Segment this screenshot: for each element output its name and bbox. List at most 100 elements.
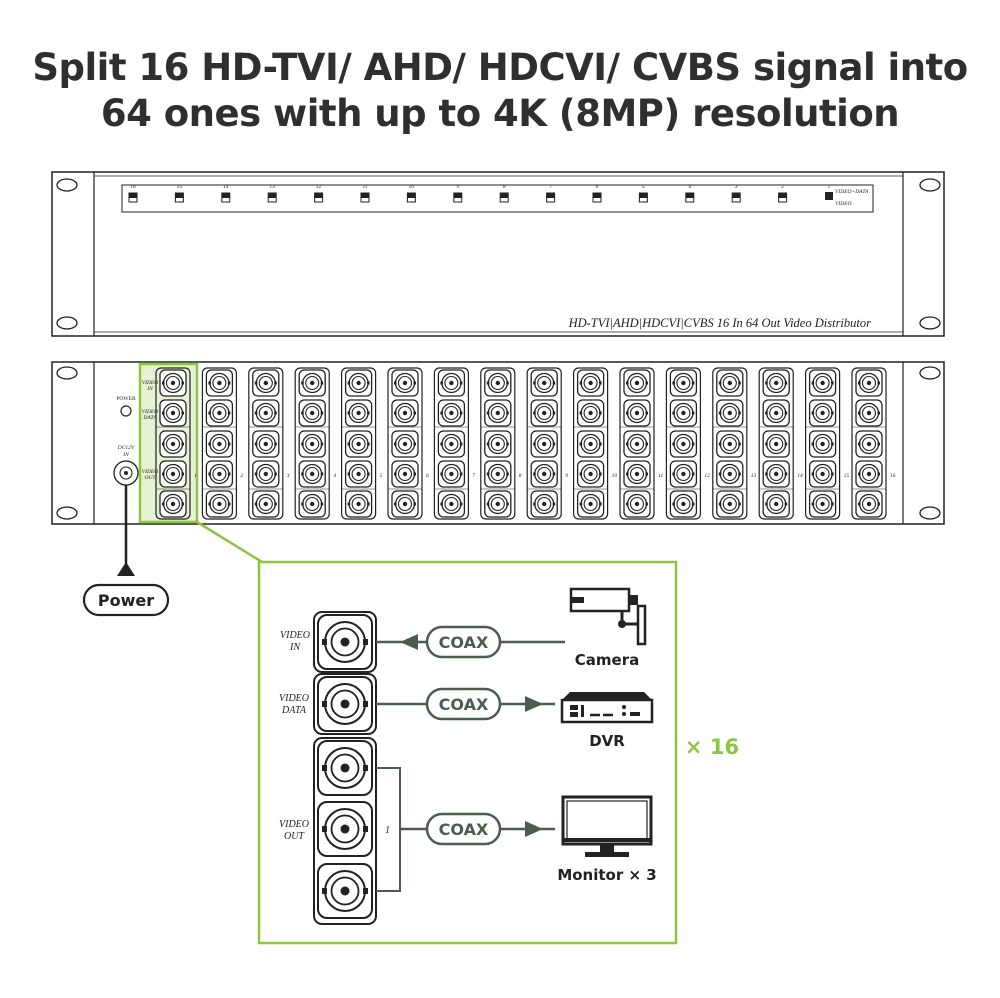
rear-channel-number: 12 <box>704 473 710 479</box>
model-label: HD-TVI|AHD|HDCVI|CVBS 16 In 64 Out Video… <box>568 316 872 330</box>
bnc-connector <box>159 430 187 458</box>
front-channel-number: 13 <box>269 184 275 190</box>
bnc-connector <box>762 399 790 427</box>
bnc-connector <box>484 430 512 458</box>
front-channel-number: 2 <box>781 184 784 190</box>
bnc-connector <box>530 430 558 458</box>
rear-label-video-data-1: VIDEO <box>142 409 159 415</box>
power-callout: Power <box>82 485 170 617</box>
rear-channel-number: 10 <box>612 473 618 479</box>
front-channel-number: 5 <box>642 184 645 190</box>
dc-label-2: IN <box>122 452 129 458</box>
front-channel-number: 4 <box>688 183 691 190</box>
dvr-arrow <box>525 696 543 712</box>
switch-label-bottom: VIDEO <box>835 201 852 207</box>
rack-hole <box>919 178 941 192</box>
bnc-connector <box>623 369 651 397</box>
bnc-connector <box>252 490 280 518</box>
bnc-connector <box>344 490 373 518</box>
bnc-connector <box>808 399 837 427</box>
bnc-connector <box>716 399 744 427</box>
front-channel-number: 6 <box>596 184 599 190</box>
bnc-connector <box>669 460 698 488</box>
detail-box: VIDEO IN VIDEO DATA VIDEO OUT 1 COAX COA… <box>257 560 678 945</box>
bnc-connector <box>762 490 790 518</box>
multiplier-label: × 16 <box>685 735 739 759</box>
bnc-connector <box>576 399 605 427</box>
zoom-line <box>196 520 263 564</box>
bnc-connector <box>669 399 698 427</box>
switch-label-top: VIDEO+DATA <box>835 189 869 195</box>
rear-channel-number: 7 <box>472 473 475 479</box>
bnc-connector <box>855 460 883 488</box>
rear-channel-number: 3 <box>286 473 290 479</box>
coax-pill-camera <box>425 625 502 659</box>
bnc-connector <box>855 490 883 518</box>
rear-channel-number: 2 <box>240 473 243 479</box>
bnc-connector <box>205 430 234 458</box>
monitor-arrow <box>525 821 543 837</box>
bnc-connector <box>762 460 790 488</box>
bnc-connector <box>344 460 373 488</box>
rear-channel-number: 8 <box>519 473 522 479</box>
power-led <box>120 405 132 417</box>
bnc-connector <box>576 490 605 518</box>
camera-icon <box>569 587 647 646</box>
bnc-connector <box>716 490 744 518</box>
bnc-connector <box>855 369 883 397</box>
bnc-connector <box>344 430 373 458</box>
detail-label-video-in-1: VIDEO <box>280 630 310 641</box>
bnc-connector <box>437 369 466 397</box>
bnc-connector <box>484 490 512 518</box>
bnc-connector <box>623 430 651 458</box>
detail-label-video-data-1: VIDEO <box>279 693 309 704</box>
front-channel-number: 8 <box>503 184 506 190</box>
title-line-2: 64 ones with up to 4K (8MP) resolution <box>100 92 900 135</box>
rear-label-video-out-1: VIDEO <box>142 469 159 475</box>
front-channel-number: 1 <box>828 184 831 190</box>
rear-channel-number: 15 <box>844 473 850 479</box>
coax-pill-monitor <box>425 812 502 846</box>
rack-hole <box>56 366 78 380</box>
bnc-connector <box>159 369 187 397</box>
bnc-connector <box>205 399 234 427</box>
rear-channel-column <box>155 367 191 520</box>
bnc-connector <box>252 460 280 488</box>
bnc-connector <box>252 430 280 458</box>
bnc-connector <box>484 460 512 488</box>
front-channel-number: 16 <box>130 184 136 190</box>
detail-label-video-out-2: OUT <box>284 831 305 842</box>
bnc-connector <box>808 490 837 518</box>
bnc-connector <box>298 460 326 488</box>
rear-channel-number: 11 <box>658 473 663 479</box>
bnc-connector <box>623 460 651 488</box>
coax-label-monitor: COAX <box>439 820 489 839</box>
rear-panel: POWER DC12V IN VIDEO IN VIDEO DATA VIDEO… <box>51 361 945 525</box>
bnc-connector <box>623 490 651 518</box>
bnc-connector <box>159 460 187 488</box>
power-led-label: POWER <box>116 396 136 402</box>
rear-channel-number: 4 <box>333 472 336 479</box>
rack-hole <box>56 316 78 330</box>
video-out-connector-2 <box>317 801 373 857</box>
bnc-connector <box>762 369 790 397</box>
front-channel-number: 14 <box>223 183 229 190</box>
front-channel-number: 12 <box>316 184 322 190</box>
monitor-icon <box>561 795 653 857</box>
bnc-connector <box>205 490 234 518</box>
dvr-icon <box>560 692 654 724</box>
bnc-connector <box>576 460 605 488</box>
bnc-connector <box>716 369 744 397</box>
bnc-connector <box>298 369 326 397</box>
bnc-connector <box>252 399 280 427</box>
bnc-connector <box>716 430 744 458</box>
bnc-connector <box>576 430 605 458</box>
rear-channel-number: 14 <box>797 472 803 479</box>
coax-label-dvr: COAX <box>439 695 489 714</box>
bnc-connector <box>808 430 837 458</box>
bnc-connector <box>437 460 466 488</box>
coax-pill-dvr <box>425 687 502 721</box>
bnc-connector <box>437 430 466 458</box>
video-in-connector <box>317 614 373 670</box>
